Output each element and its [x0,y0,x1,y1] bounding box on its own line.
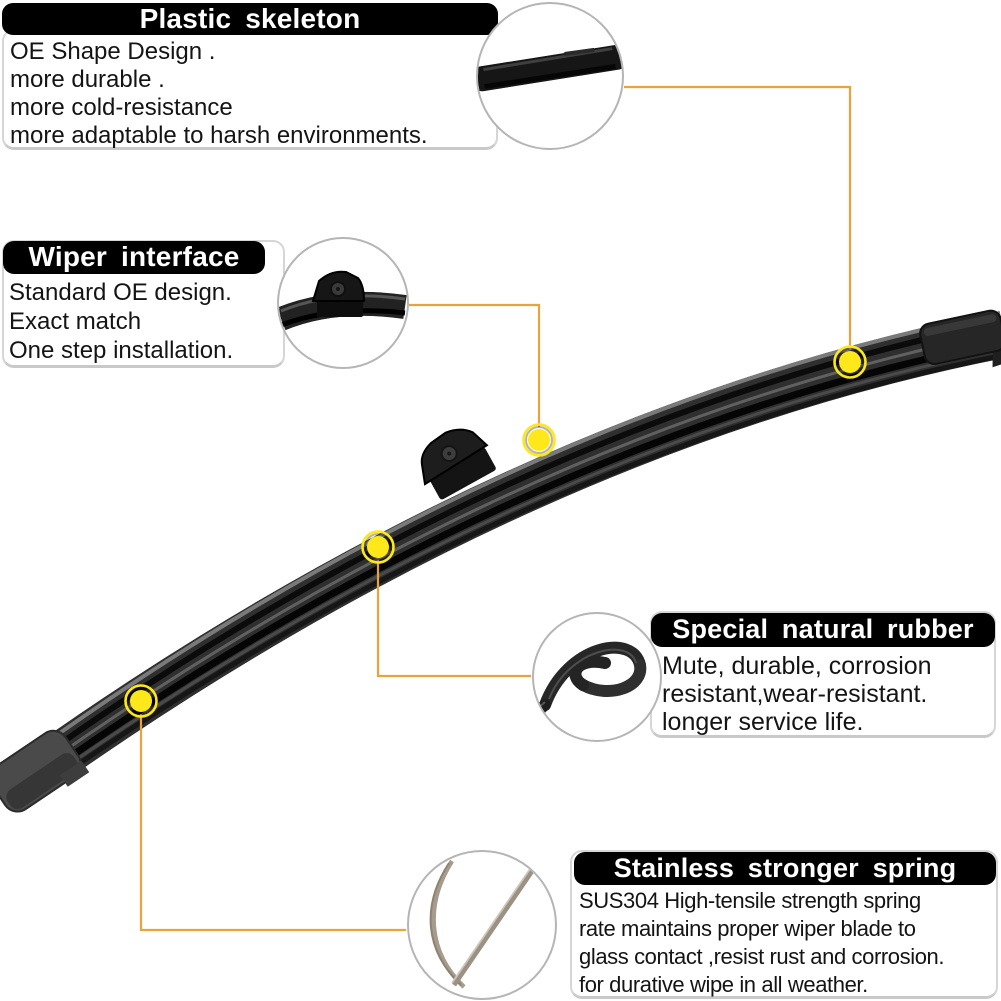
wiper-adapter [420,428,496,500]
callout-stainless-stronger-spring-title: Stainless stronger spring [574,852,996,885]
wiper-blade [26,311,1001,794]
callout-line: more adaptable to harsh environments. [10,122,428,149]
callout-line: Mute, durable, corrosion [662,652,932,680]
connector-line-wiper-interface [409,303,541,427]
callout-line: more cold-resistance [10,94,233,121]
connector-line-stainless-stronger-spring [139,714,406,932]
callout-plastic-skeleton-title: Plastic skeleton [2,3,498,35]
connector-line-special-natural-rubber [376,560,531,678]
callout-line: Standard OE design. [9,279,232,306]
callout-line: Exact match [9,308,142,335]
blade-end-cap-right [919,309,1001,368]
callout-stainless-stronger-spring: Stainless stronger spring SUS304 High-te… [570,850,998,999]
natural-rubber-closeup-image [534,641,647,719]
callout-stainless-stronger-spring-text: SUS304 High-tensile strength spring rate… [579,887,945,999]
highlight-dot-wiper-interface [522,423,556,457]
callout-wiper-interface-text: Standard OE design. Exact match One step… [9,278,233,365]
callout-line: SUS304 High-tensile strength spring [579,888,921,913]
callout-line: longer service life. [662,708,864,736]
callout-line: rate maintains proper wiper blade to [579,916,916,941]
callout-line: resistant,wear-resistant. [662,680,928,708]
callout-special-natural-rubber-text: Mute, durable, corrosion resistant,wear-… [662,652,932,736]
highlight-dot-special-natural-rubber [361,530,395,564]
natural-rubber-closeup-circle [532,612,662,742]
stainless-spring-closeup-circle [407,850,557,1000]
stainless-spring-closeup-image [429,859,535,989]
wiper-interface-closeup-image [279,270,407,331]
callout-line: glass contact ,resist rust and corrosion… [579,944,945,969]
callout-line: OE Shape Design . [10,38,216,65]
callout-wiper-interface-title: Wiper interface [3,241,265,274]
callout-special-natural-rubber-title: Special natural rubber [651,613,995,647]
plastic-skeleton-closeup-image [478,37,622,95]
plastic-skeleton-closeup-circle [476,2,624,150]
wiper-interface-closeup-circle [277,237,409,369]
callout-plastic-skeleton-text: OE Shape Design . more durable . more co… [10,38,428,150]
callout-line: more durable . [10,66,165,93]
callout-line: One step installation. [9,337,234,364]
callout-wiper-interface: Wiper interface Standard OE design. Exac… [2,240,285,368]
callout-special-natural-rubber: Special natural rubber Mute, durable, co… [650,611,996,738]
highlight-dot-stainless-stronger-spring [124,684,158,718]
highlight-dot-plastic-skeleton [833,345,867,379]
blade-end-cap-left [0,729,90,813]
callout-plastic-skeleton: Plastic skeleton OE Shape Design . more … [2,3,498,150]
callout-line: for durative wipe in all weather. [579,972,868,997]
connector-line-plastic-skeleton [624,85,852,350]
